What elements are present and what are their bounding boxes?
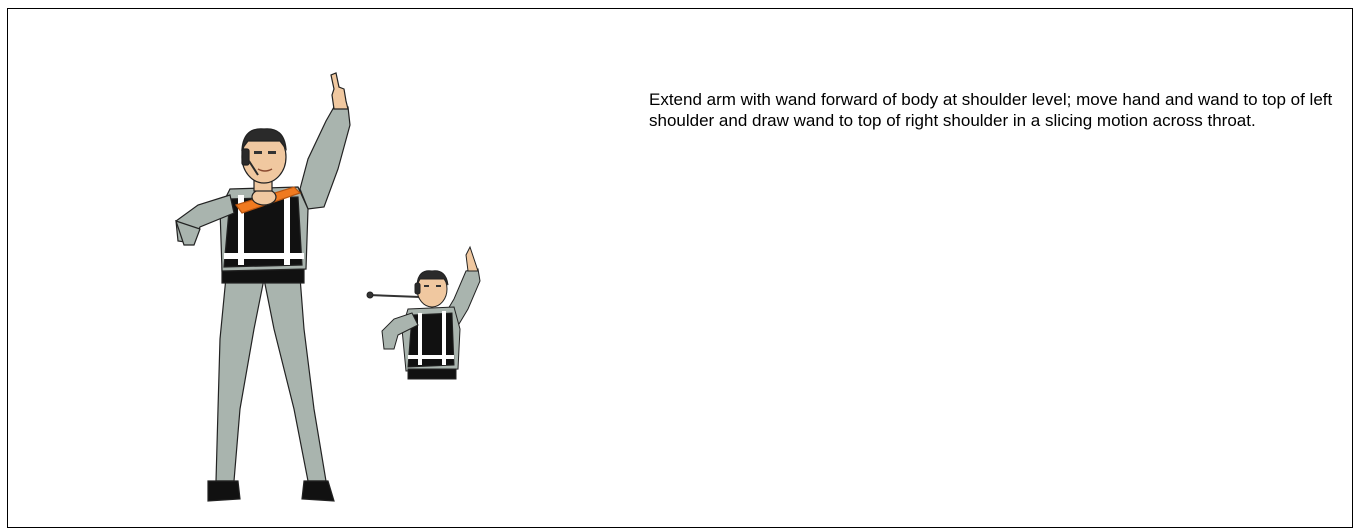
large-marshaller-figure	[176, 73, 350, 501]
small-marshaller-figure	[367, 247, 480, 379]
marshaller-illustration	[8, 9, 628, 527]
raised-arm	[300, 107, 350, 209]
right-boot	[302, 481, 334, 501]
signal-description: Extend arm with wand forward of body at …	[649, 89, 1339, 131]
raised-hand	[331, 73, 348, 109]
left-boot	[208, 481, 240, 501]
headset	[242, 149, 249, 165]
left-leg	[216, 277, 264, 481]
right-leg	[264, 277, 326, 481]
signal-panel: Extend arm with wand forward of body at …	[7, 8, 1353, 528]
